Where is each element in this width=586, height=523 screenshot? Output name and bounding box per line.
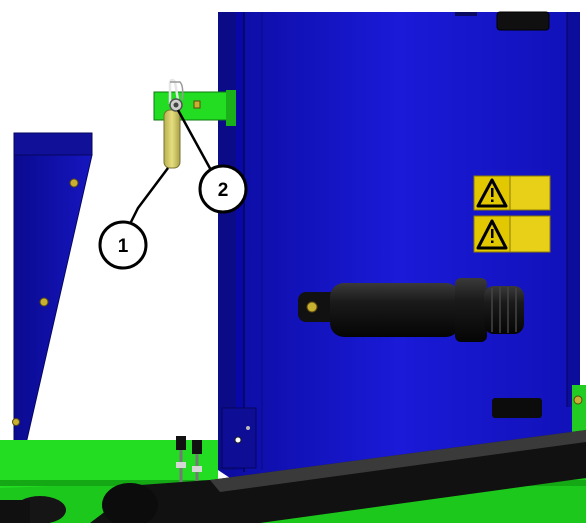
bolt-head (13, 419, 20, 426)
callout-1: 1 (100, 222, 146, 268)
warning-decal (474, 176, 550, 210)
bolt-head (70, 179, 78, 187)
left-frame-panel (13, 133, 93, 470)
callout-leader (128, 168, 168, 228)
bolt-head (40, 298, 48, 306)
callout-2: 2 (200, 166, 246, 212)
warning-decal (474, 216, 550, 252)
callout-1-label: 1 (118, 236, 129, 257)
callout-2-label: 2 (218, 180, 229, 201)
lock-pin (164, 110, 180, 168)
